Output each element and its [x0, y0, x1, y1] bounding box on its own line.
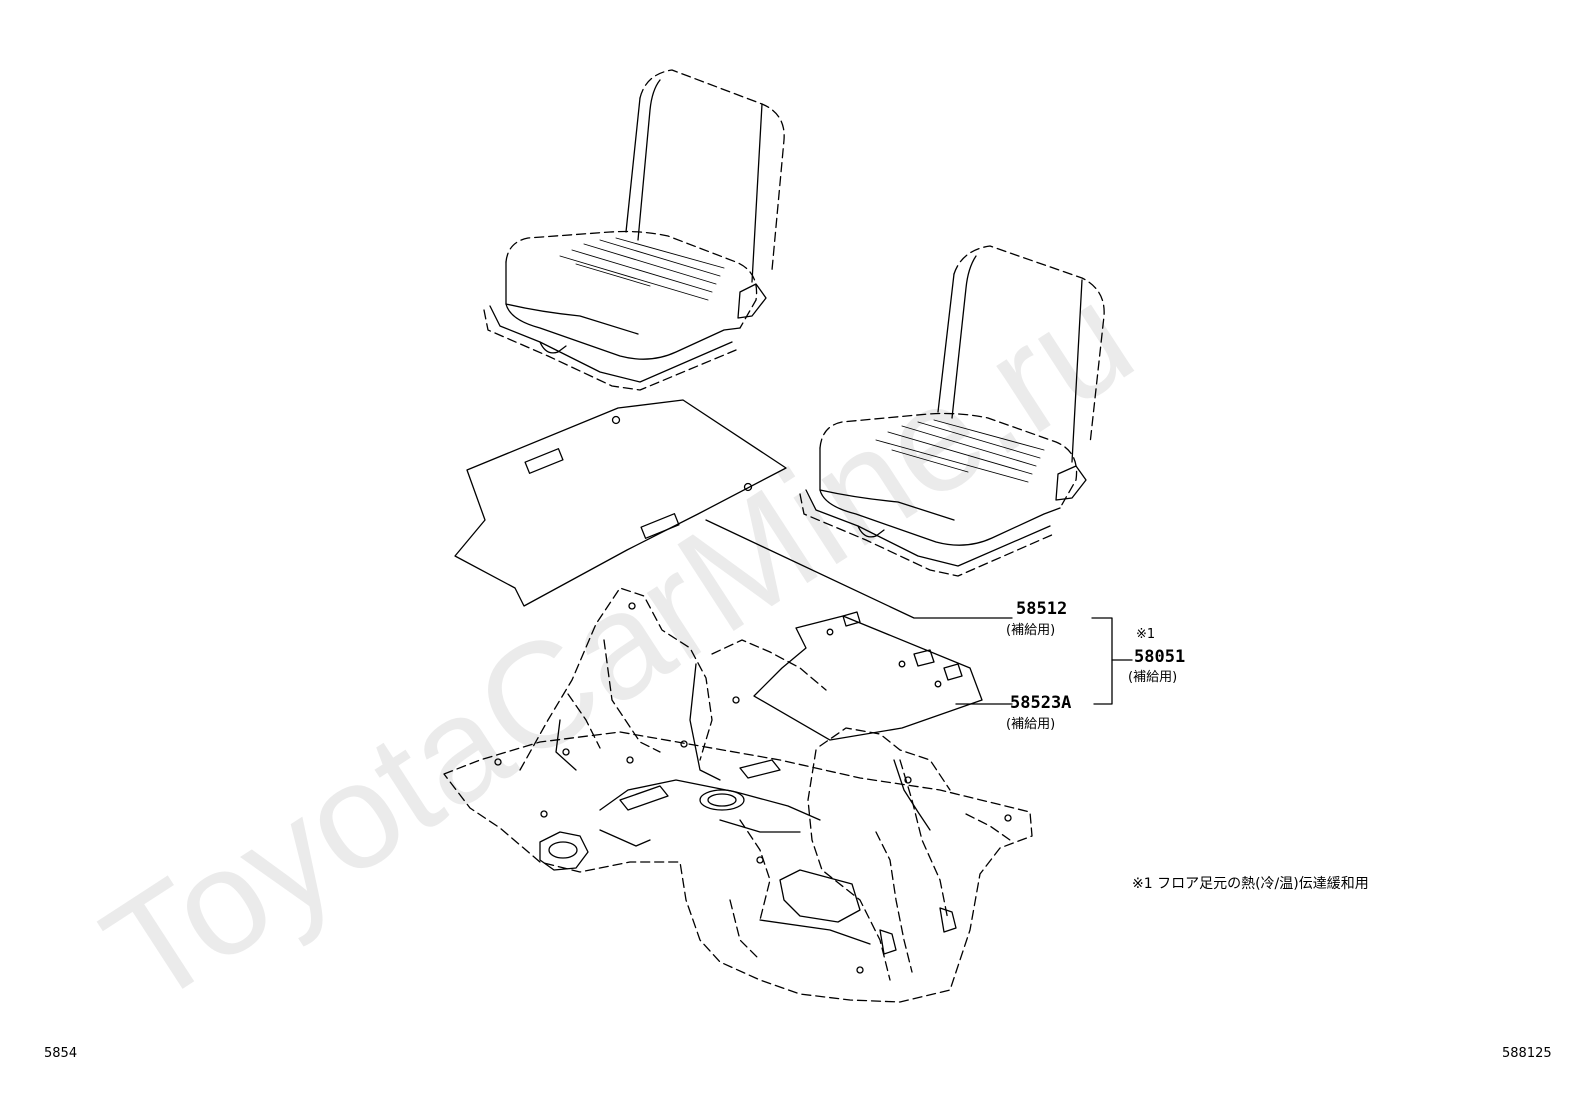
assembly-ref-mark: ※1	[1136, 627, 1155, 642]
diagram-code-right: 588125	[1502, 1046, 1552, 1061]
seat-left	[483, 69, 785, 391]
diagram-code-left: 5854	[44, 1046, 77, 1061]
floor-mat-58512	[454, 399, 787, 607]
floor-pan	[443, 587, 1033, 1003]
footnote: ※1 フロア足元の熱(冷/温)伝達緩和用	[1132, 876, 1369, 892]
supply-note-58512: (補給用)	[1006, 623, 1055, 638]
seat-right	[799, 245, 1105, 577]
watermark: ToyotaCarMine.ru	[76, 251, 1160, 1037]
part-number-58051: 58051	[1134, 647, 1185, 667]
insulator-58523a	[753, 611, 983, 741]
supply-note-58523a: (補給用)	[1006, 717, 1055, 732]
supply-note-58051: (補給用)	[1128, 670, 1177, 685]
part-number-58523a: 58523A	[1010, 693, 1071, 713]
part-number-58512: 58512	[1016, 599, 1067, 619]
leader-lines	[705, 519, 1133, 705]
